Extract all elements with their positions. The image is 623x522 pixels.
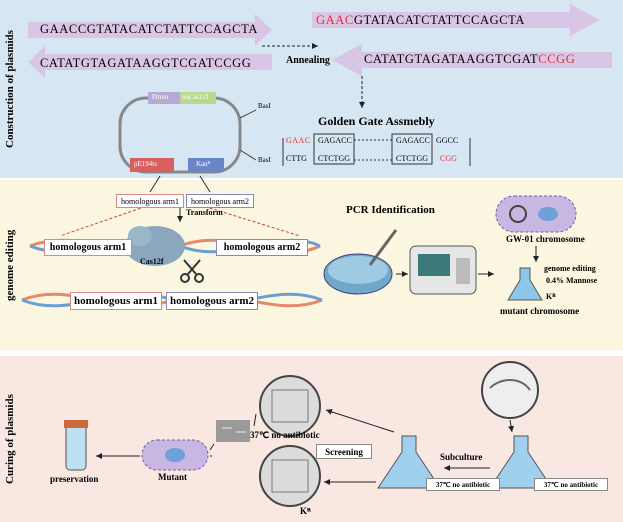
arm1-small-label: homologous arm1 <box>116 194 184 208</box>
arm2-small-label: homologous arm2 <box>186 194 254 208</box>
mannose-label: 0.4% Mannose <box>546 276 598 285</box>
gw01-bacterium-icon <box>495 195 577 233</box>
flask-left-label: 37℃ no antibiotic <box>426 478 500 491</box>
oligo-top-left: GAACCGTATACATCTATTCCAGCTA <box>40 22 258 36</box>
golden-gate-ladder <box>282 133 471 166</box>
oligo-bottom-right-arrow <box>332 44 612 76</box>
gg-top-right: GGCC <box>436 136 459 145</box>
oligo-top-right-rest: GTATACATCTATTCCAGCTA <box>353 13 526 27</box>
arm2-label: homologous arm2 <box>216 239 308 256</box>
scissors-icon <box>180 259 204 283</box>
mutant-label: Mutant <box>158 472 187 482</box>
plate-kr <box>259 445 321 507</box>
arm2-result-label: homologous arm2 <box>166 292 258 310</box>
flask-right-label: 37℃ no antibiotic <box>534 478 608 491</box>
plate-kr-label: Kᴿ <box>300 506 311 516</box>
kan-label: Kanᴿ <box>196 160 211 168</box>
plasmid-map <box>118 92 257 174</box>
oligo-bottom-right-rest: CATATGTAGATAAGGTCGAT <box>364 52 539 66</box>
arm1-result-label: homologous arm1 <box>70 292 162 310</box>
cas12f-label: Cas12f <box>140 257 164 266</box>
kr-label: Kᴿ <box>546 292 556 301</box>
oligo-top-right-arrow <box>312 4 600 36</box>
petri-dish-icon <box>323 229 398 295</box>
golden-gate-title: Golden Gate Assmebly <box>318 114 435 128</box>
oligo-bottom-right-overhang: CCGG <box>538 52 576 66</box>
oligo-bottom-left: CATATGTAGATAAGGTCGATCCGG <box>40 56 252 70</box>
gg-top-mid: GAGACC <box>318 136 352 145</box>
arm1-label: homologous arm1 <box>44 239 132 256</box>
cas12f-protein <box>125 226 185 266</box>
annealing-label: Annealing <box>286 55 330 66</box>
subculture-label: Subculture <box>440 452 483 462</box>
gg-bottom-mid: CTCTGG <box>318 154 350 163</box>
oligo-bottom-left-arrow <box>28 46 272 78</box>
gel-icon <box>216 420 250 442</box>
screening-label: Screening <box>316 444 372 459</box>
preservation-tube-icon <box>64 420 88 471</box>
gw01-chromosome-label: GW-01 chromosome <box>506 234 585 244</box>
pe194ts-label: pE194ts <box>134 160 157 168</box>
pmno-label: Pmno <box>152 93 169 101</box>
gg-top-mid2: GAGACC <box>396 136 430 145</box>
gg-top-left: GAAC <box>286 136 311 145</box>
preservation-label: preservation <box>50 474 99 484</box>
oligo-top-left-arrow <box>28 14 272 46</box>
genome-editing-label: genome editing <box>544 264 596 273</box>
cas12f-gene-label: enCas12f <box>182 93 209 101</box>
plasmid-bacteria-plate-icon <box>481 361 539 419</box>
culture-flask-small-icon <box>507 267 543 301</box>
plate-no-antibiotic <box>259 375 321 437</box>
gg-bottom-left: CTTG <box>286 154 307 163</box>
gg-bottom-right: CGG <box>440 154 457 163</box>
mutant-chromosome-label: mutant chromosome <box>500 306 580 316</box>
pcr-identification-label: PCR Identification <box>346 204 435 216</box>
pcr-machine-icon <box>409 245 477 295</box>
plate-no-antibiotic-label: 37℃ no antibiotic <box>250 430 320 440</box>
oligo-top-right-overhang: GAAC <box>316 13 354 27</box>
mutant-bacterium-icon <box>141 439 209 471</box>
bsai-top-label: BasI <box>258 102 271 110</box>
gg-bottom-mid2: CTCTGG <box>396 154 428 163</box>
transform-label: Transform <box>186 208 223 217</box>
bsai-bottom-label: BasI <box>258 156 271 164</box>
